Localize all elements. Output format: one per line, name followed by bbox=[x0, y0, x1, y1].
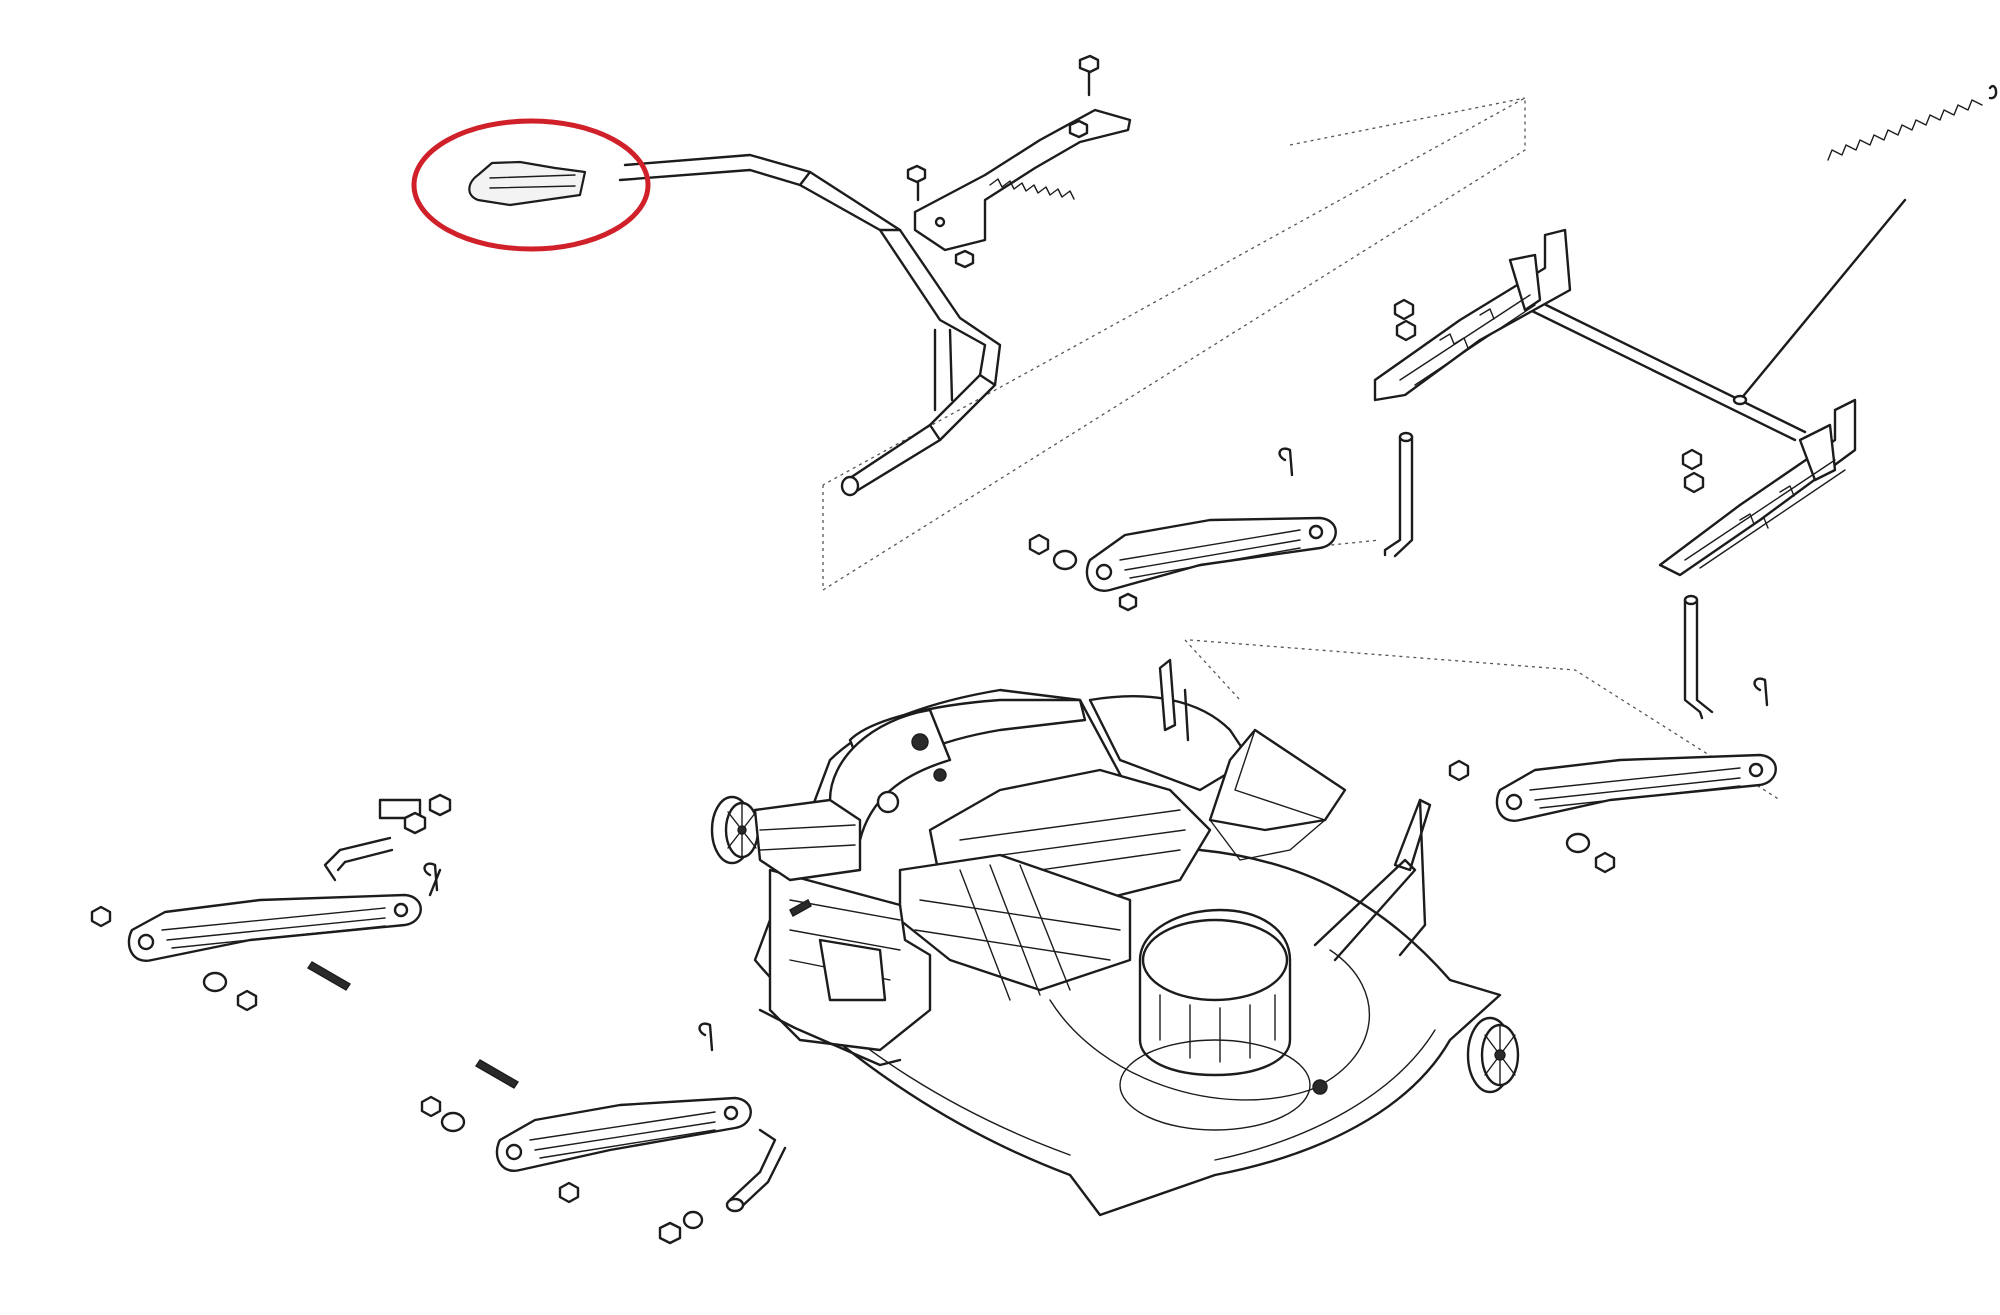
lever-handle-grip bbox=[468, 160, 587, 207]
deck-fittings bbox=[789, 733, 1328, 1095]
front-link-right bbox=[658, 1128, 787, 1245]
deck-rear-hanger-bracket bbox=[1313, 798, 1432, 962]
quadrant-nut-right bbox=[1068, 119, 1089, 139]
deck-spindle-pulley bbox=[1119, 908, 1311, 1131]
deck-front-wheel bbox=[710, 795, 760, 865]
hanger-arm-rear-right bbox=[1495, 753, 1777, 822]
hanger-hardware-front-left bbox=[90, 862, 442, 1012]
lift-link-rod-left bbox=[1383, 431, 1414, 558]
hanger-arm-front-left bbox=[127, 893, 422, 962]
hanger-hardware-front-right bbox=[420, 1022, 714, 1204]
hanger-arm-rear-left bbox=[1085, 516, 1337, 592]
hanger-hardware-rear-right bbox=[1448, 677, 1769, 874]
deck-rear-wheel bbox=[1466, 1016, 1520, 1094]
lift-shaft-assembly bbox=[1373, 228, 1857, 577]
extension-spring bbox=[1732, 85, 1998, 406]
height-quadrant-plate bbox=[913, 108, 1132, 252]
quadrant-nut-bottom bbox=[954, 249, 975, 269]
hanger-hardware-rear-left bbox=[1028, 447, 1294, 612]
lift-link-rod-right bbox=[1683, 594, 1714, 720]
shaft-nuts-right bbox=[1681, 448, 1705, 494]
highlight-ellipse bbox=[411, 118, 651, 252]
deck-front-bracket bbox=[758, 868, 932, 1067]
height-adjust-lever bbox=[618, 153, 1002, 497]
quadrant-bolt-top bbox=[1078, 54, 1100, 97]
deck-top-hanger-bracket bbox=[1158, 658, 1190, 742]
shaft-nuts-left bbox=[1393, 298, 1417, 342]
hanger-arm-front-right bbox=[495, 1096, 752, 1172]
front-link-left bbox=[323, 793, 452, 882]
deck-front-axle-bracket bbox=[753, 798, 862, 882]
quadrant-bolt-left bbox=[906, 164, 927, 202]
deck-discharge-chute bbox=[1208, 728, 1347, 861]
deck-belt-cover bbox=[898, 768, 1212, 1001]
